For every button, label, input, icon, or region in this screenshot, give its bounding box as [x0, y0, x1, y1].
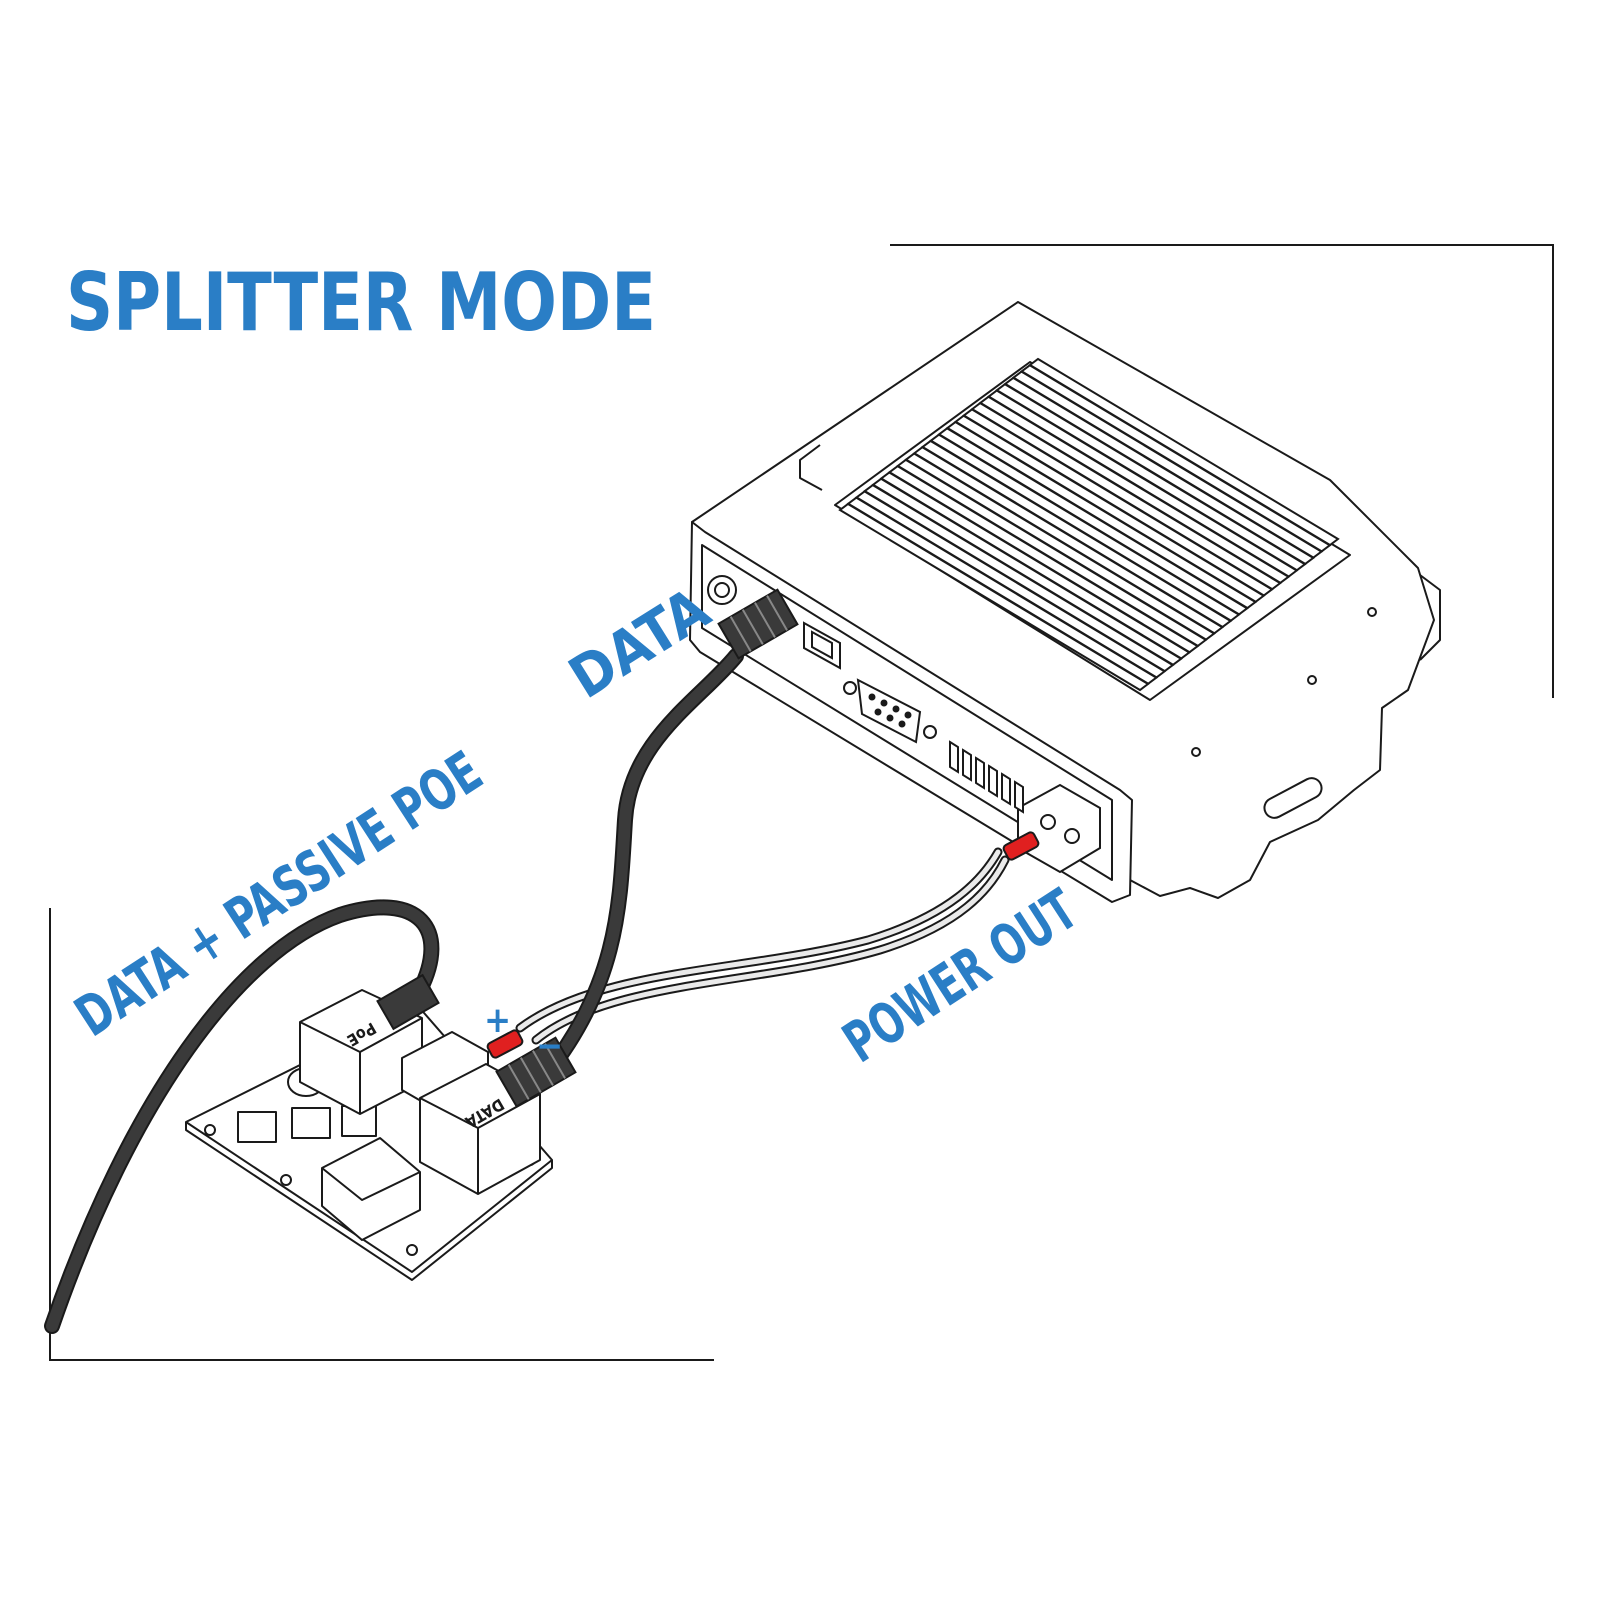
router-led-slots [949, 740, 1024, 814]
led-slot [962, 748, 972, 782]
heatsink-fin [1028, 357, 1340, 547]
led-slot [1014, 780, 1024, 814]
led-slot [1001, 772, 1011, 806]
led-slot [949, 740, 959, 774]
ferrule-plus [486, 1029, 524, 1059]
ferrule-router [1002, 831, 1040, 861]
data-cable [540, 648, 744, 1080]
router-heatsink-fins [838, 357, 1340, 692]
antenna-connector-icon [707, 575, 737, 605]
page-title: SPLITTER MODE [66, 256, 656, 349]
label-minus: − [536, 1026, 563, 1067]
cables [44, 648, 1010, 1334]
label-plus: + [484, 1000, 511, 1041]
red-wire-ferrules [486, 831, 1040, 1059]
led-slot [975, 756, 985, 790]
led-slot [988, 764, 998, 798]
router-front-ports [707, 575, 1101, 874]
ic-chip-icon [321, 1137, 421, 1241]
frame-lines [49, 244, 1554, 1361]
rj45-connector-icon [376, 588, 799, 1108]
